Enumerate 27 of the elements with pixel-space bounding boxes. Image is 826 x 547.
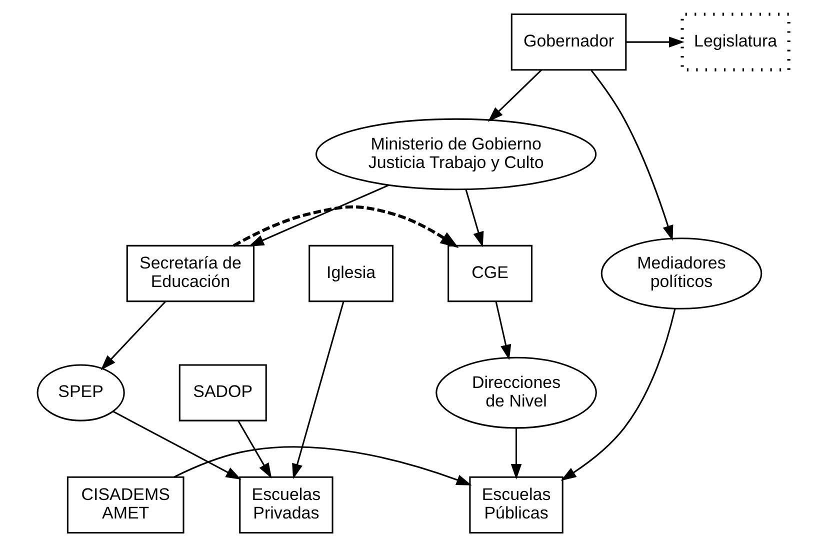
node-box: SADOP [178,364,267,422]
arrow [100,300,166,370]
arrow [626,36,684,48]
node-box: CGE [448,244,532,302]
node-box: CISADEMS AMET [66,476,184,534]
node-ellipse: Mediadores políticos [600,238,762,310]
node-box: Gobernador [510,14,627,71]
arrow [510,428,522,480]
arrow [174,446,472,486]
node-box: Legislatura [680,12,790,72]
arrow [113,410,242,480]
node-ellipse: SPEP [36,364,125,422]
arrow [232,205,459,248]
arrow [488,69,542,122]
arrow [248,184,390,247]
node-box: Iglesia [308,244,394,302]
arrow [292,301,344,480]
node-ellipse: Ministerio de Gobierno Justicia Trabajo y Culto [316,118,597,190]
arrow [238,420,272,478]
arrow [590,70,674,241]
node-box: Escuelas Públicas [469,476,564,534]
arrow [465,189,484,248]
node-box: Escuelas Privadas [239,476,334,534]
arrow [560,308,676,481]
node-ellipse: Direcciones de Nivel [436,356,597,429]
arrow [495,301,512,360]
node-box: Secretaría de Educación [126,244,255,302]
